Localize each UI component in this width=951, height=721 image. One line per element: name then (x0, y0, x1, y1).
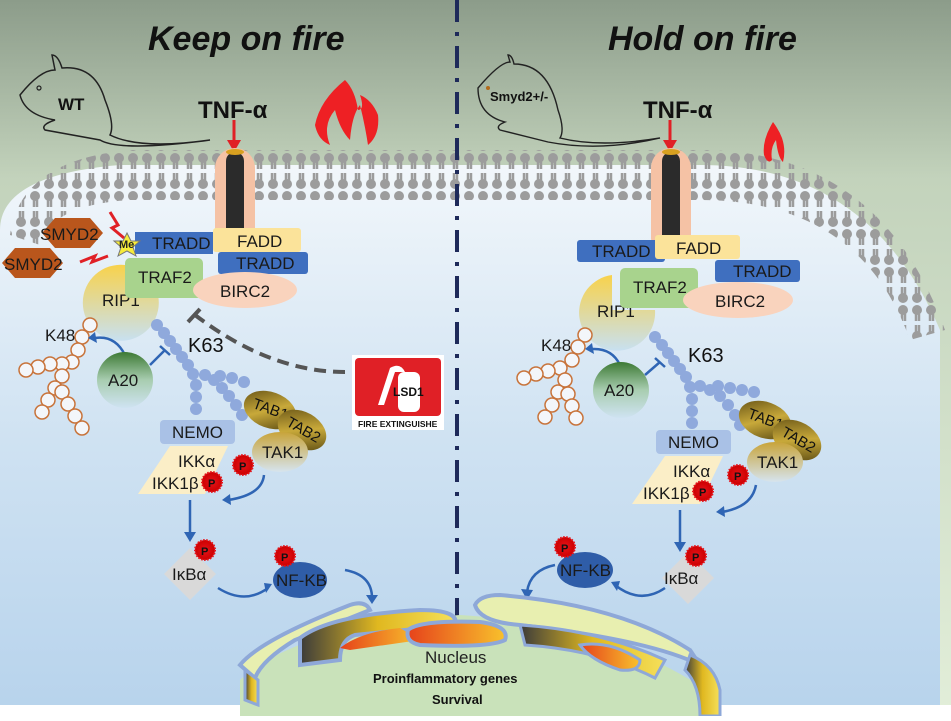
svg-text:P: P (239, 461, 246, 473)
rip1 (82, 264, 159, 341)
tak1 (747, 442, 803, 482)
mouse-icon (19, 54, 211, 147)
panel-title: Hold on fire (608, 20, 797, 58)
k48-ubiquitin-chain (516, 327, 593, 426)
svg-text:P: P (201, 546, 208, 558)
panel-smyd2-het: Hold on fire Smyd2+/- TNF-α TRADD FADD T… (477, 20, 822, 604)
nemo (160, 420, 235, 444)
phospho-marker: P (727, 464, 749, 486)
panel-wt: Keep on fire WT TNF-α SMYD2 SMYD2 TRADD … (2, 20, 444, 604)
tradd-b (715, 260, 800, 282)
svg-text:P: P (561, 543, 568, 555)
svg-text:TRADD: TRADD (152, 234, 211, 253)
svg-text:P: P (208, 478, 215, 490)
methyl-mark (112, 231, 142, 258)
tradd-b (218, 252, 308, 274)
ligand-label: TNF-α (643, 97, 713, 124)
phospho-marker: P (232, 454, 254, 476)
svg-text:NF-KB: NF-KB (276, 571, 327, 590)
svg-text:P: P (281, 552, 288, 564)
svg-text:K63: K63 (688, 345, 724, 367)
ligand-label: TNF-α (198, 97, 268, 124)
svg-text:K48: K48 (45, 326, 75, 345)
svg-text:K48: K48 (541, 336, 571, 355)
a20 (97, 352, 153, 408)
rip1 (579, 275, 656, 351)
mouse-label: WT (58, 95, 85, 114)
phospho-marker: P (554, 536, 576, 558)
nucleus-output-survival: Survival (432, 692, 483, 707)
svg-text:FIRE EXTINGUISHE: FIRE EXTINGUISHE (358, 419, 438, 429)
birc2 (193, 272, 297, 308)
panel-title: Keep on fire (148, 20, 344, 58)
nucleus: Nucleus Proinflammatory genes Survival (237, 592, 722, 718)
svg-text:A20: A20 (108, 371, 138, 390)
svg-text:NEMO: NEMO (172, 423, 223, 442)
smyd2-b (2, 248, 63, 278)
svg-text:IKK1β: IKK1β (152, 474, 199, 493)
lsd1-inhibition-line (193, 313, 346, 374)
svg-text:SMYD2: SMYD2 (40, 225, 99, 244)
svg-text:FADD: FADD (237, 232, 282, 251)
svg-text:TAK1: TAK1 (757, 453, 798, 472)
smyd2-a (42, 218, 103, 248)
svg-text:A20: A20 (604, 381, 634, 400)
svg-text:IκBα: IκBα (664, 569, 699, 588)
svg-text:BIRC2: BIRC2 (220, 282, 270, 301)
svg-text:TAK1: TAK1 (262, 443, 303, 462)
k63-ubiquitin-chain (649, 331, 760, 431)
phospho-marker: P (692, 480, 714, 502)
svg-text:TRAF2: TRAF2 (138, 268, 192, 287)
svg-text:TRADD: TRADD (733, 262, 792, 281)
ikba (662, 552, 714, 604)
mouse-icon (477, 54, 661, 147)
nemo (656, 430, 731, 454)
svg-text:Me: Me (119, 239, 134, 251)
phospho-marker: P (194, 539, 216, 561)
svg-text:FADD: FADD (676, 239, 721, 258)
svg-text:TRADD: TRADD (236, 254, 295, 273)
svg-text:LSD1: LSD1 (393, 385, 424, 399)
fadd (655, 235, 740, 259)
nfkb (557, 552, 613, 588)
svg-text:TRAF2: TRAF2 (633, 278, 687, 297)
svg-text:SMYD2: SMYD2 (4, 255, 63, 274)
svg-text:NF-KB: NF-KB (560, 561, 611, 580)
birc2 (683, 282, 793, 318)
phospho-marker: P (274, 545, 296, 567)
ligand-arrow (663, 140, 677, 152)
tradd-a (135, 232, 213, 254)
fire-extinguisher-sign: LSD1 FIRE EXTINGUISHE (352, 355, 444, 430)
svg-text:IκBα: IκBα (172, 565, 207, 584)
nfkb (273, 562, 327, 598)
svg-text:P: P (734, 471, 741, 483)
mouse-label: Smyd2+/- (490, 89, 548, 104)
phospho-marker: P (201, 471, 223, 493)
svg-text:TRADD: TRADD (592, 242, 651, 261)
ligand-arrow (227, 140, 241, 152)
fire-icon-large (315, 80, 379, 145)
traf2 (620, 268, 698, 308)
svg-text:BIRC2: BIRC2 (715, 292, 765, 311)
traf2 (125, 258, 203, 298)
svg-text:NEMO: NEMO (668, 433, 719, 452)
fire-icon-small (763, 122, 785, 162)
svg-text:K63: K63 (188, 335, 224, 357)
phospho-marker: P (685, 545, 707, 567)
tradd-a (577, 240, 665, 262)
a20 (593, 362, 649, 418)
tak1 (252, 432, 308, 472)
fadd (213, 228, 301, 252)
k48-ubiquitin-chain (18, 317, 98, 436)
svg-text:IKK1β: IKK1β (643, 484, 690, 503)
svg-text:IKKα: IKKα (178, 452, 215, 471)
nucleus-label: Nucleus (425, 648, 486, 667)
nucleus-output-genes: Proinflammatory genes (373, 671, 518, 686)
svg-text:P: P (692, 552, 699, 564)
svg-text:P: P (699, 487, 706, 499)
svg-text:IKKα: IKKα (673, 462, 710, 481)
ikba (164, 548, 216, 600)
k63-ubiquitin-chain (151, 319, 250, 421)
